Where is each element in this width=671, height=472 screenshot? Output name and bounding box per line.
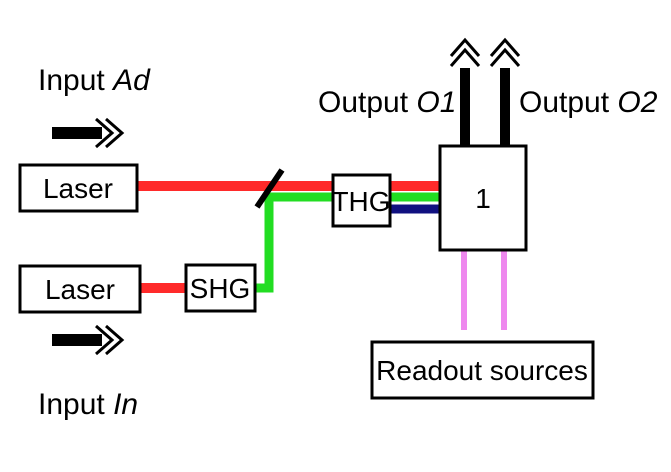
shg-box [184, 263, 257, 313]
thg-box [331, 173, 392, 228]
laser-bottom-box [18, 264, 142, 314]
readout-sources-box [370, 340, 595, 400]
shg-label: SHG [190, 273, 251, 304]
input-in-label: Input In [38, 388, 138, 421]
laser-top-label: Laser [43, 173, 113, 204]
input-in-arrow-icon [52, 324, 125, 356]
output-o1-label: Output O1 [318, 86, 456, 119]
logic-gate-box [438, 144, 528, 252]
thg-label: THG [331, 186, 390, 217]
readout-sources-label: Readout sources [376, 355, 588, 386]
output-o1-arrow-icon [449, 37, 481, 146]
logic-gate-label: 1 [475, 183, 491, 214]
output-o2-arrow-icon [489, 37, 521, 146]
laser-bottom-label: Laser [45, 274, 115, 305]
input-ad-label: Input Ad [38, 64, 151, 97]
output-o2-label: Output O2 [519, 86, 658, 119]
laser-top-box [18, 163, 139, 213]
beam-combiner-mirror [254, 168, 285, 209]
input-ad-arrow-icon [52, 117, 125, 149]
